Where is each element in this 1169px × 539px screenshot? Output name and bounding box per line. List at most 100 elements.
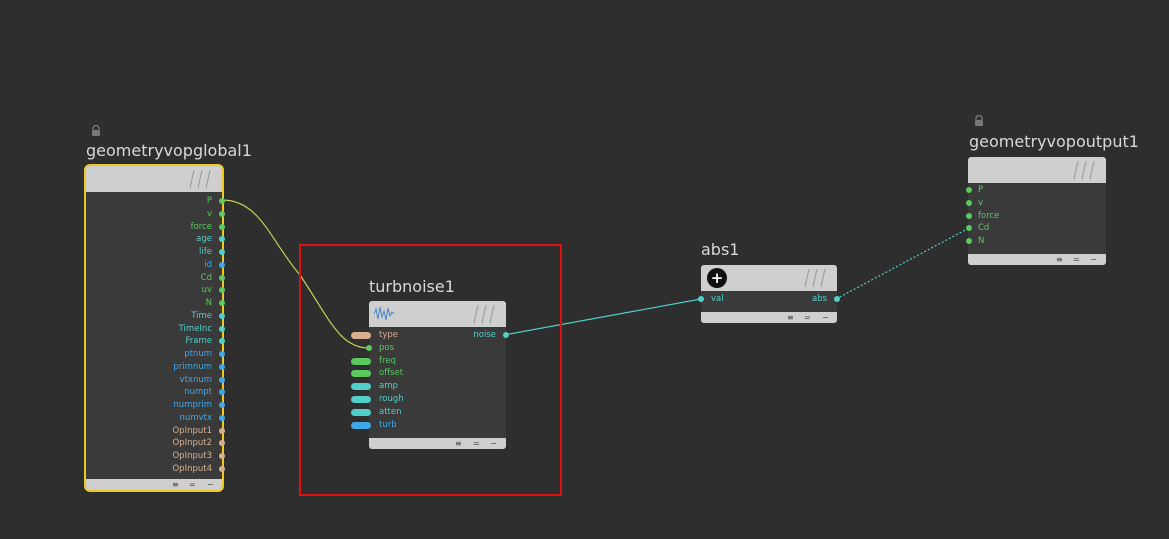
node-footer: ≡ = −	[369, 438, 506, 449]
output-label: numprim	[173, 400, 212, 410]
input-label: offset	[379, 368, 404, 379]
node-header[interactable]	[86, 166, 222, 192]
output-port[interactable]: primnum	[173, 361, 225, 373]
output-label: uv	[201, 285, 212, 296]
output-port[interactable]: TimeInc	[179, 323, 226, 335]
minus-icon[interactable]: −	[490, 439, 497, 448]
wire-noise-to-val[interactable]	[503, 298, 702, 336]
input-port[interactable]	[966, 212, 972, 219]
output-port[interactable]: OpInput1	[172, 425, 225, 437]
output-port[interactable]: numvtx	[179, 412, 226, 424]
output-port[interactable]: N	[205, 297, 226, 309]
output-label: vtxnum	[179, 374, 212, 385]
output-label: OpInput2	[172, 438, 212, 449]
lock-icon[interactable]	[90, 125, 102, 137]
output-label-abs: abs	[811, 294, 827, 304]
menu-lines-icon[interactable]: ≡	[172, 480, 179, 489]
node-title-global: geometryvopglobal1	[86, 141, 252, 160]
minus-icon[interactable]: −	[1090, 255, 1097, 264]
input-port[interactable]	[351, 370, 371, 378]
node-abs1[interactable]: + val abs ≡ = −	[698, 265, 841, 323]
plus-circle-icon: +	[707, 268, 727, 288]
input-port[interactable]	[966, 199, 972, 206]
output-label: Cd	[200, 272, 212, 283]
output-port-noise[interactable]: noise	[473, 329, 509, 341]
input-port[interactable]	[966, 238, 972, 244]
output-port[interactable]: OpInput4	[172, 463, 225, 475]
node-header[interactable]: +	[701, 265, 837, 291]
node-footer: ≡ = −	[701, 312, 837, 323]
output-port[interactable]: force	[191, 221, 226, 233]
input-port[interactable]	[351, 408, 371, 416]
header-stripes-icon	[1073, 160, 1095, 180]
input-label: amp	[379, 381, 398, 392]
output-label: OpInput3	[172, 451, 212, 461]
input-label: P	[978, 185, 984, 195]
menu-lines-icon[interactable]: ≡	[787, 313, 794, 322]
input-label-val: val	[711, 294, 724, 304]
input-port[interactable]	[351, 383, 371, 391]
node-title-turbnoise: turbnoise1	[369, 277, 455, 296]
output-label: OpInput4	[172, 463, 212, 474]
lock-icon[interactable]	[973, 115, 985, 127]
minus-icon[interactable]: −	[822, 313, 829, 322]
input-port[interactable]	[351, 357, 371, 365]
output-port[interactable]: ptnum	[184, 348, 225, 360]
input-port[interactable]	[366, 344, 372, 351]
output-label: age	[196, 234, 212, 245]
input-label: rough	[379, 394, 404, 404]
output-label: numpt	[184, 387, 212, 398]
input-port[interactable]	[351, 421, 371, 429]
input-port-val[interactable]	[698, 296, 704, 302]
output-label-noise: noise	[473, 330, 496, 340]
output-port[interactable]: P	[207, 195, 226, 207]
output-port[interactable]: life	[199, 246, 225, 258]
output-label: numvtx	[179, 412, 212, 423]
output-port[interactable]: v	[207, 208, 226, 220]
output-label: N	[205, 298, 212, 308]
wire-abs-to-cd[interactable]	[835, 227, 970, 300]
output-port[interactable]: vtxnum	[179, 374, 226, 386]
menu-lines-icon[interactable]: ≡	[1056, 255, 1063, 264]
equals-icon[interactable]: =	[804, 313, 811, 322]
node-footer: ≡ = −	[968, 254, 1106, 265]
output-port[interactable]: OpInput2	[172, 437, 225, 449]
menu-lines-icon[interactable]: ≡	[455, 439, 462, 448]
node-header[interactable]	[369, 301, 506, 327]
equals-icon[interactable]: =	[189, 480, 196, 489]
minus-icon[interactable]: −	[207, 480, 214, 489]
output-port[interactable]: numprim	[173, 399, 225, 411]
input-port[interactable]	[966, 187, 972, 193]
output-port[interactable]: id	[204, 259, 225, 271]
node-header[interactable]	[968, 157, 1106, 183]
input-port[interactable]	[351, 396, 371, 403]
node-footer: ≡ = −	[86, 479, 222, 490]
output-port[interactable]: uv	[201, 284, 226, 296]
equals-icon[interactable]: =	[1073, 255, 1080, 264]
output-port[interactable]: Frame	[186, 335, 226, 347]
input-label: type	[379, 330, 398, 340]
input-label: v	[978, 197, 984, 208]
output-port[interactable]: Time	[191, 310, 225, 322]
input-label: N	[978, 236, 985, 246]
input-label: Cd	[978, 223, 990, 234]
output-port[interactable]: OpInput3	[172, 450, 225, 462]
output-label: id	[204, 259, 212, 270]
equals-icon[interactable]: =	[473, 439, 480, 448]
input-label: turb	[379, 419, 397, 430]
output-port[interactable]: Cd	[200, 272, 226, 284]
input-label: pos	[379, 342, 395, 353]
output-port[interactable]: age	[196, 233, 225, 245]
output-label: life	[199, 247, 212, 257]
node-title-output: geometryvopoutput1	[969, 132, 1139, 151]
input-port[interactable]	[351, 332, 371, 339]
output-port-abs[interactable]: abs	[811, 293, 841, 305]
node-title-abs: abs1	[701, 240, 740, 259]
input-port[interactable]	[966, 225, 972, 232]
output-port[interactable]: numpt	[184, 386, 225, 398]
input-label: freq	[379, 355, 396, 366]
header-stripes-icon	[189, 169, 211, 189]
